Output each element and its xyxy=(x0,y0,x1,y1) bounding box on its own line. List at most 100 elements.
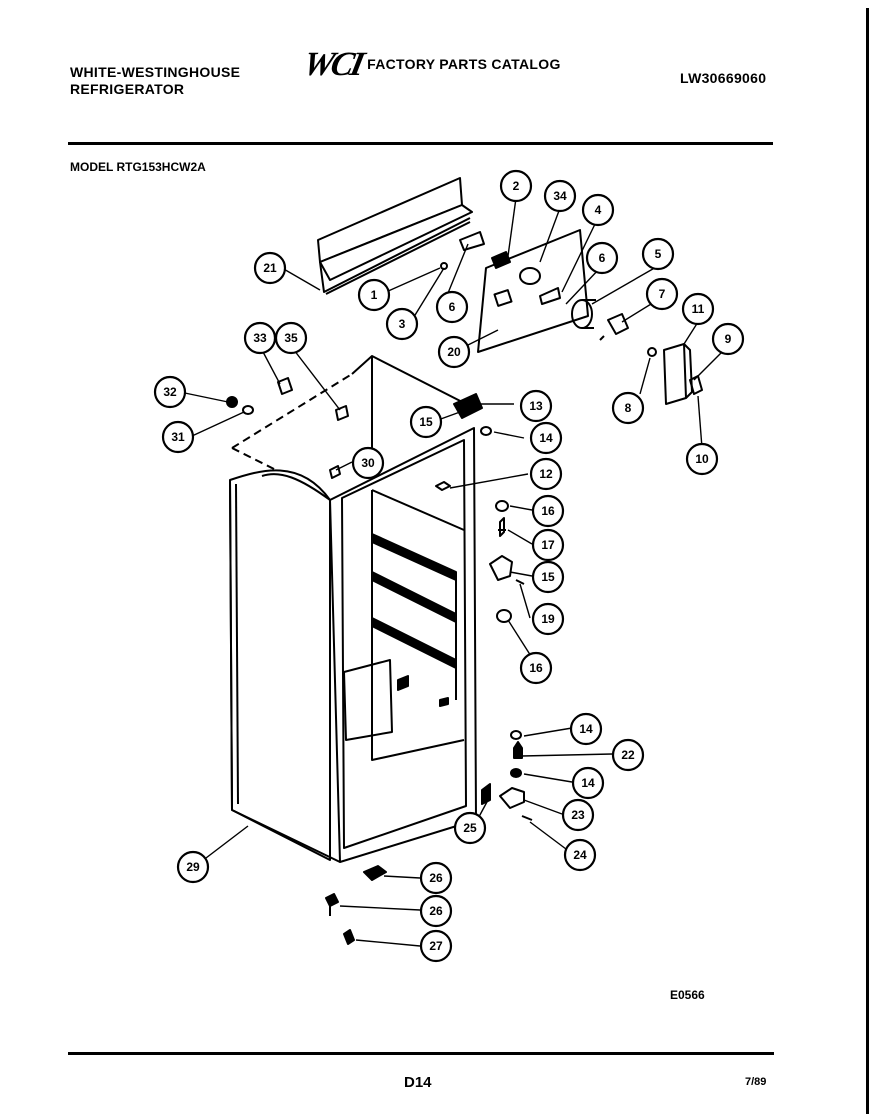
grommet-part-30 xyxy=(329,465,341,479)
callout-35: 35 xyxy=(274,321,308,355)
catalog-header: WCI FACTORY PARTS CATALOG xyxy=(300,46,561,83)
callout-27: 27 xyxy=(419,929,453,963)
callout-12: 12 xyxy=(529,457,563,491)
callout-1: 1 xyxy=(357,278,391,312)
callout-34: 34 xyxy=(543,179,577,213)
center-hinge-part xyxy=(489,555,513,581)
svg-text:5: 5 xyxy=(655,247,662,261)
page-border xyxy=(866,8,869,1114)
svg-text:14: 14 xyxy=(539,431,553,445)
callout-6-panel: 6 xyxy=(585,241,619,275)
svg-text:15: 15 xyxy=(541,570,555,584)
model-number: MODEL RTG153HCW2A xyxy=(70,160,206,174)
header-rule xyxy=(68,142,773,145)
screw-part-32 xyxy=(226,396,238,408)
svg-text:19: 19 xyxy=(541,612,555,626)
top-hinge-part xyxy=(453,393,483,419)
svg-text:26: 26 xyxy=(429,871,443,885)
callout-15-lower: 15 xyxy=(531,560,565,594)
svg-text:16: 16 xyxy=(541,504,555,518)
cabinet-part xyxy=(229,355,477,863)
hinge-pin-part xyxy=(513,741,523,759)
catalog-date: 7/89 xyxy=(745,1076,767,1088)
svg-text:2: 2 xyxy=(513,179,520,193)
callout-33: 33 xyxy=(243,321,277,355)
washer-part-3 xyxy=(510,768,522,778)
callout-16-lower: 16 xyxy=(519,651,553,685)
svg-text:7: 7 xyxy=(659,287,666,301)
callout-10: 10 xyxy=(685,442,719,476)
callout-3: 3 xyxy=(385,307,419,341)
figure-reference: E0566 xyxy=(670,988,705,1002)
svg-text:3: 3 xyxy=(399,317,406,331)
callout-20: 20 xyxy=(437,335,471,369)
brand-block: WHITE-WESTINGHOUSE REFRIGERATOR xyxy=(70,64,240,98)
callout-22: 22 xyxy=(611,738,645,772)
callout-6-bracket: 6 xyxy=(435,290,469,324)
callout-16-upper: 16 xyxy=(531,494,565,528)
svg-text:1: 1 xyxy=(371,288,378,302)
callout-11: 11 xyxy=(681,292,715,326)
svg-text:27: 27 xyxy=(429,939,443,953)
svg-text:31: 31 xyxy=(171,430,185,444)
callout-30: 30 xyxy=(351,446,385,480)
washer-part xyxy=(480,426,492,436)
callout-21: 21 xyxy=(253,251,287,285)
svg-text:26: 26 xyxy=(429,904,443,918)
svg-text:12: 12 xyxy=(539,467,553,481)
callout-14-mid: 14 xyxy=(569,712,603,746)
svg-text:23: 23 xyxy=(571,808,585,822)
callout-29: 29 xyxy=(176,850,210,884)
washer-part-2 xyxy=(510,730,522,740)
light-socket-part xyxy=(599,313,629,341)
callout-15-upper: 15 xyxy=(409,405,443,439)
switch-assembly-part xyxy=(647,343,703,405)
svg-text:9: 9 xyxy=(725,332,732,346)
svg-text:33: 33 xyxy=(253,331,267,345)
svg-text:34: 34 xyxy=(553,189,567,203)
callout-8: 8 xyxy=(611,391,645,425)
bracket-part-25 xyxy=(481,783,491,805)
plug-part xyxy=(277,377,293,395)
svg-text:22: 22 xyxy=(621,748,635,762)
callout-31: 31 xyxy=(161,420,195,454)
svg-text:29: 29 xyxy=(186,860,200,874)
svg-text:8: 8 xyxy=(625,401,632,415)
screw-part-27 xyxy=(343,929,355,945)
callout-14-top: 14 xyxy=(529,421,563,455)
callout-14-bottom: 14 xyxy=(571,766,605,800)
svg-text:20: 20 xyxy=(447,345,461,359)
control-panel-part xyxy=(477,229,589,353)
svg-text:35: 35 xyxy=(284,331,298,345)
svg-text:30: 30 xyxy=(361,456,375,470)
bushing-part-2 xyxy=(496,609,512,623)
callout-4: 4 xyxy=(581,193,615,227)
thermostat-knob-part xyxy=(571,299,596,329)
callout-2: 2 xyxy=(499,169,533,203)
callout-26-upper: 26 xyxy=(419,861,453,895)
svg-text:10: 10 xyxy=(695,452,709,466)
svg-text:13: 13 xyxy=(529,399,543,413)
pin-part xyxy=(498,517,506,537)
document-number: LW30669060 xyxy=(680,70,767,86)
svg-text:14: 14 xyxy=(579,722,593,736)
svg-text:24: 24 xyxy=(573,848,587,862)
callout-23: 23 xyxy=(561,798,595,832)
svg-text:15: 15 xyxy=(419,415,433,429)
callout-26-lower: 26 xyxy=(419,894,453,928)
top-bracket-part xyxy=(317,177,473,295)
bushing-part xyxy=(495,500,509,512)
product-type: REFRIGERATOR xyxy=(70,81,185,97)
callout-19: 19 xyxy=(531,602,565,636)
callout-7: 7 xyxy=(645,277,679,311)
callout-13: 13 xyxy=(519,389,553,423)
callout-24: 24 xyxy=(563,838,597,872)
clip-part xyxy=(459,231,485,251)
screw-part-19 xyxy=(515,579,525,585)
callout-9: 9 xyxy=(711,322,745,356)
clip-part-35 xyxy=(335,405,349,421)
svg-text:17: 17 xyxy=(541,538,555,552)
page-number: D14 xyxy=(404,1074,432,1091)
svg-text:16: 16 xyxy=(529,661,543,675)
